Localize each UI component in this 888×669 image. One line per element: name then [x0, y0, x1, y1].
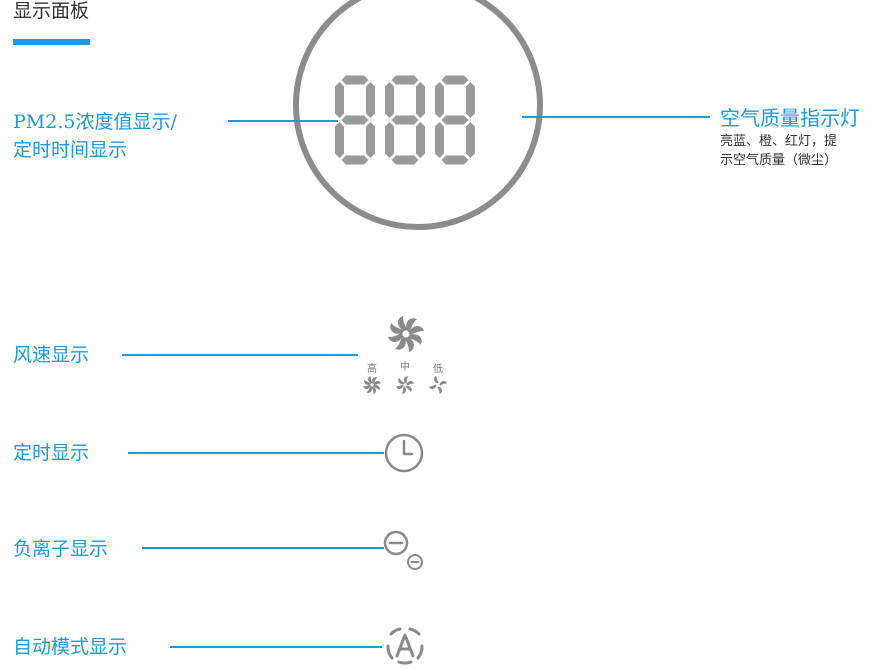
- fan-blade: [363, 384, 371, 389]
- fan-icon: [388, 316, 424, 352]
- fan-blade: [434, 376, 439, 384]
- digit-segment: [435, 122, 444, 158]
- fan-blade: [390, 323, 405, 334]
- anion-connector-line: [142, 547, 384, 549]
- digit-segment: [441, 115, 469, 125]
- fan-speed-connector-line: [122, 354, 358, 356]
- fan-medium-icon: [396, 376, 414, 394]
- digit-segment: [341, 155, 369, 165]
- digit-segment: [341, 75, 369, 85]
- fan-low-icon: [429, 376, 447, 394]
- fan-blade: [366, 385, 372, 393]
- fan-level-high: 高: [367, 364, 377, 375]
- fan-blade: [398, 316, 408, 331]
- fan-blade: [406, 381, 414, 386]
- fan-blade: [406, 318, 417, 333]
- fan-blade: [404, 337, 414, 352]
- auto-mode-connector-line: [170, 646, 382, 648]
- fan-blade: [401, 386, 407, 394]
- digit-segment: [385, 82, 394, 118]
- fan-blade: [368, 376, 373, 384]
- timer-label: 定时显示: [13, 442, 90, 464]
- fan-blade: [373, 381, 381, 386]
- digit-segment: [416, 122, 425, 158]
- timer-connector-line: [128, 452, 384, 454]
- fan-blade: [372, 385, 380, 391]
- digit-segment: [416, 82, 425, 118]
- fan-blade: [439, 381, 447, 386]
- fan-level-low: 低: [433, 364, 443, 375]
- display-ring: [293, 0, 543, 230]
- ring-circle: [293, 0, 543, 230]
- fan-blade: [396, 384, 404, 389]
- anion-label: 负离子显示: [13, 538, 109, 560]
- title-underline: [13, 39, 90, 45]
- digit-segment: [366, 82, 375, 118]
- fan-blade: [372, 377, 378, 385]
- fan-blade: [364, 379, 372, 385]
- digit-segment: [441, 75, 469, 85]
- fan-speed-label: 风速显示: [13, 344, 90, 366]
- digit-segment: [391, 155, 419, 165]
- pm25-label-line1: PM2.5浓度值显示/: [13, 111, 177, 133]
- digit-segment: [466, 122, 475, 158]
- auto-mode-icon: [386, 627, 424, 665]
- clock-icon: [384, 433, 424, 473]
- fan-blade: [403, 376, 409, 384]
- fan-blade: [429, 384, 437, 389]
- air-quality-desc-line2: 示空气质量（微尘）: [720, 153, 838, 168]
- fan-blade: [437, 386, 442, 394]
- air-quality-connector-line: [522, 116, 710, 118]
- fan-blade: [409, 326, 424, 336]
- fan-blade: [407, 334, 422, 345]
- fan-high-icon: [363, 376, 381, 394]
- air-quality-desc-line1: 亮蓝、橙、红灯，提: [720, 134, 838, 149]
- fan-level-medium: 中: [400, 362, 410, 373]
- digit-segment: [391, 75, 419, 85]
- digit-segment: [435, 82, 444, 118]
- seven-segment-digits: [335, 75, 475, 165]
- auto-mode-label: 自动模式显示: [13, 636, 128, 658]
- fan-blade: [398, 377, 405, 385]
- digit-segment: [391, 115, 419, 125]
- fan-blade: [371, 386, 376, 394]
- digit-segment: [335, 82, 344, 118]
- fan-blade: [405, 385, 412, 393]
- digit-segment: [335, 122, 344, 158]
- negative-ion-icon: [383, 530, 423, 570]
- digit-segment: [366, 122, 375, 158]
- pm25-connector-line: [228, 120, 338, 122]
- digit-segment: [385, 122, 394, 158]
- fan-blade: [395, 335, 406, 350]
- digit-segment: [441, 155, 469, 165]
- digit-segment: [466, 82, 475, 118]
- air-quality-title: 空气质量指示灯: [720, 106, 860, 130]
- fan-blade: [388, 332, 403, 342]
- digit-segment: [341, 115, 369, 125]
- panel-title: 显示面板: [13, 0, 90, 22]
- pm25-label-line2: 定时时间显示: [13, 139, 128, 161]
